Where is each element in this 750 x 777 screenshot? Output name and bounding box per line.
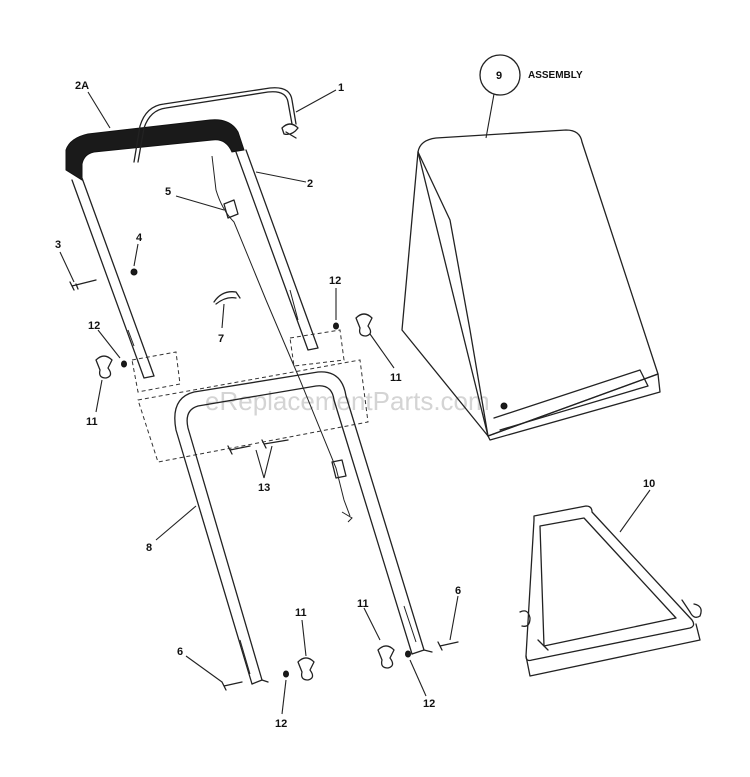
- washer-12b: [333, 322, 339, 330]
- callout-6a: 6: [177, 646, 183, 658]
- callout-12a: 12: [88, 320, 100, 332]
- handle-grip-2a: [65, 119, 245, 181]
- bolt-6a: [221, 681, 243, 691]
- upper-handle-right-rail: [235, 149, 319, 351]
- callout-12d: 12: [423, 698, 435, 710]
- callout-1: 1: [338, 82, 344, 94]
- grass-bag-assembly: [401, 129, 661, 441]
- wing-knob-11d: [377, 645, 395, 669]
- connector-zone: [131, 329, 369, 463]
- callout-2a: 2A: [75, 80, 89, 92]
- assembly-callout-circle: [479, 54, 521, 96]
- handle-bolt-3: [69, 279, 97, 291]
- callout-6b: 6: [455, 585, 461, 597]
- callout-4: 4: [136, 232, 143, 244]
- callout-12c: 12: [275, 718, 287, 730]
- callout-11b: 11: [390, 372, 402, 384]
- bolts-13: [227, 439, 289, 455]
- callout-11d: 11: [357, 598, 369, 610]
- callout-7: 7: [218, 333, 224, 345]
- callout-8: 8: [146, 542, 152, 554]
- cable-tie-7: [213, 291, 241, 305]
- callout-11c: 11: [295, 607, 307, 619]
- wing-knob-11b: [355, 313, 373, 337]
- bolt-6b: [437, 641, 459, 651]
- washer-12c: [283, 670, 289, 678]
- leader-lines: [59, 89, 651, 715]
- callout-2: 2: [307, 178, 313, 190]
- washer-12d: [405, 650, 411, 658]
- grass-bag-frame: [519, 505, 702, 677]
- control-cable: [211, 155, 351, 517]
- washer-12a: [121, 360, 127, 368]
- callout-9: 9: [496, 70, 502, 82]
- callout-12b: 12: [329, 275, 341, 287]
- callout-5: 5: [165, 186, 171, 198]
- cable-clamp: [223, 199, 239, 219]
- callout-11a: 11: [86, 416, 98, 428]
- callout-3: 3: [55, 239, 61, 251]
- lower-handle: [174, 371, 425, 685]
- callout-10: 10: [643, 478, 655, 490]
- upper-handle: [65, 119, 319, 379]
- control-bail: [133, 87, 297, 163]
- assembly-label: ASSEMBLY: [528, 70, 583, 81]
- wing-knob-11c: [297, 657, 315, 681]
- callout-13: 13: [258, 482, 270, 494]
- bail-clip: [281, 123, 299, 139]
- nut-4: [130, 268, 138, 276]
- upper-handle-left-rail: [71, 177, 155, 379]
- wing-knob-11a: [95, 355, 113, 379]
